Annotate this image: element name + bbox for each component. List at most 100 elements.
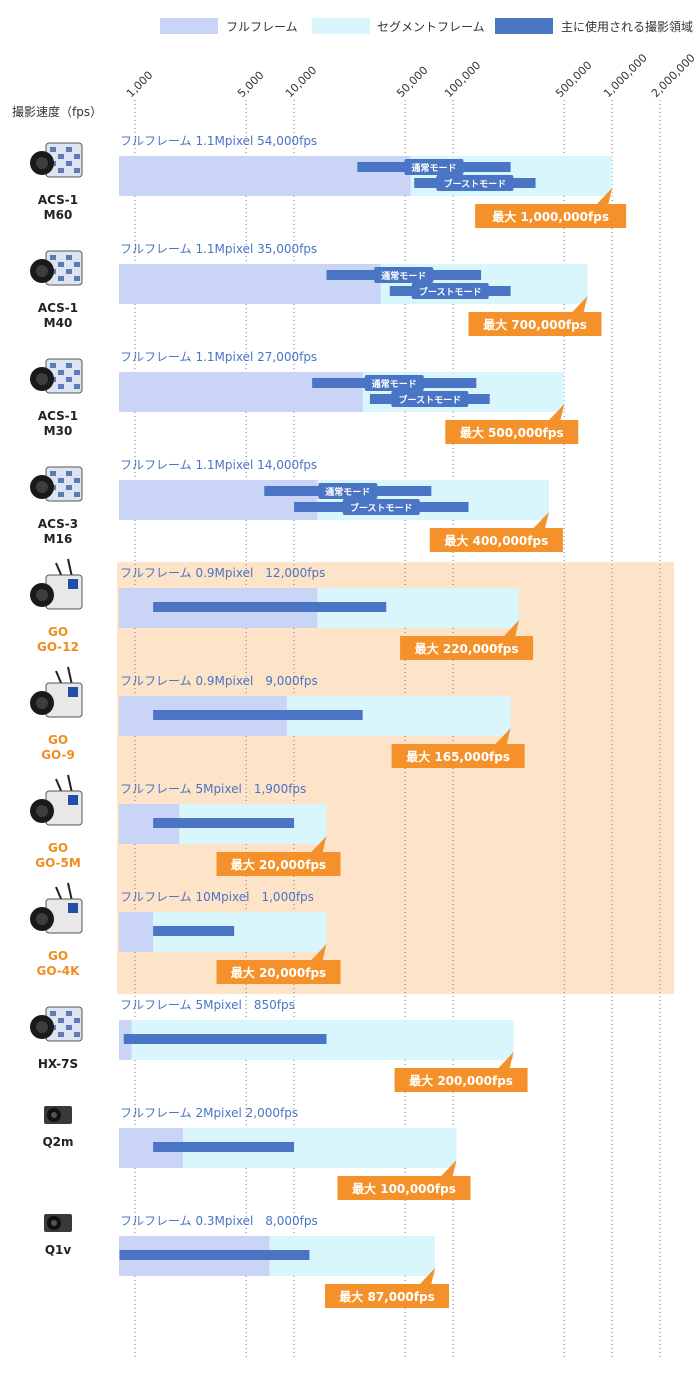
spec-label: フルフレーム 1.1Mpixel 54,000fps [120,134,317,148]
main-range-bar [153,1142,295,1152]
max-fps-label: 最大 1,000,000fps [492,209,609,224]
camera-vent-icon [58,262,64,267]
camera-lens-glass-icon [36,697,48,709]
mode-label-pill [436,175,514,191]
camera-vent-icon [66,1025,72,1030]
legend-main-range-label: 主に使用される撮影領域 [561,19,693,34]
camera-name: GO [48,625,68,639]
spec-label: フルフレーム 10Mpixel 1,000fps [120,890,314,904]
camera-lens-glass-icon [36,589,48,601]
max-callout-pointer [310,944,327,961]
camera-name: M40 [44,316,73,330]
x-tick-label: 5,000 [235,69,266,100]
main-range-bar [119,1250,310,1260]
max-callout [216,852,341,876]
camera-vent-icon [58,154,64,159]
go-logo-icon [68,687,78,697]
camera-vent-icon [66,485,72,490]
go-logo-icon [68,795,78,805]
legend-main-range-swatch [495,18,553,34]
max-fps-label: 最大 700,000fps [483,317,587,332]
antenna-icon [67,882,73,902]
spec-label: フルフレーム 2Mpixel 2,000fps [120,1106,298,1120]
camera-lens-glass-icon [36,265,48,277]
spec-label: フルフレーム 0.9Mpixel 12,000fps [120,566,325,580]
mode-label-pill [374,267,434,283]
camera-name: GO [48,841,68,855]
camera-vent-icon [58,276,64,281]
camera-vent-icon [58,370,64,375]
camera-vent-icon [74,276,80,281]
camera-name: GO [48,733,68,747]
max-fps-label: 最大 165,000fps [406,749,510,764]
camera-name: ACS-3 [38,517,78,531]
max-callout-pointer [503,620,520,637]
legend-full-frame-label: フルフレーム [226,20,298,34]
camera-name: GO-12 [37,640,79,654]
mode-label: 通常モード [411,162,456,174]
camera-name: ACS-1 [38,301,78,315]
camera-vent-icon [58,1032,64,1037]
camera-vent-icon [74,370,80,375]
max-callout-pointer [497,1052,514,1069]
antenna-icon [67,666,73,686]
camera-vent-icon [66,377,72,382]
max-callout [445,420,579,444]
camera-lens-glass-icon [36,157,48,169]
camera-name: Q1v [45,1243,72,1257]
camera-vent-icon [58,478,64,483]
camera-name: GO-5M [35,856,81,870]
max-fps-label: 最大 100,000fps [352,1181,456,1196]
camera-vent-icon [74,262,80,267]
antenna-icon [67,558,73,578]
camera-lens-glass-icon [51,1220,57,1226]
main-range-bar [123,1034,327,1044]
legend-full-frame-swatch [160,18,218,34]
max-fps-label: 最大 20,000fps [231,965,326,980]
spec-label: フルフレーム 1.1Mpixel 14,000fps [120,458,317,472]
camera-vent-icon [58,168,64,173]
main-range-bar [153,602,387,612]
camera-vent-icon [58,1018,64,1023]
max-callout-pointer [494,728,511,745]
camera-lens-glass-icon [36,805,48,817]
max-callout [394,1068,528,1092]
max-fps-label: 最大 500,000fps [460,425,564,440]
max-callout-pointer [548,404,565,421]
spec-label: フルフレーム 5Mpixel 1,900fps [120,782,306,796]
x-tick-label: 100,000 [442,59,483,100]
mode-label-pill [391,391,469,407]
mode-label-pill [404,159,464,175]
camera-vent-icon [74,154,80,159]
max-callout [468,312,602,336]
mode-label-pill [364,375,424,391]
camera-name: ACS-1 [38,193,78,207]
camera-name: M30 [44,424,73,438]
mode-label-pill [342,499,420,515]
max-callout [325,1284,450,1308]
camera-vent-icon [74,492,80,497]
x-tick-label: 50,000 [394,64,430,100]
x-tick-label: 500,000 [553,59,594,100]
go-logo-icon [68,579,78,589]
main-range-bar [153,818,295,828]
camera-vent-icon [58,492,64,497]
main-range-bar [153,710,363,720]
mode-label: 通常モード [325,486,370,498]
camera-lens-glass-icon [36,481,48,493]
max-callout [337,1176,471,1200]
x-tick-label: 1,000,000 [601,51,650,100]
camera-vent-icon [50,255,56,260]
legend: フルフレーム セグメントフレーム 主に使用される撮影領域 [160,18,693,34]
max-callout-pointer [419,1268,436,1285]
camera-vent-icon [50,1011,56,1016]
